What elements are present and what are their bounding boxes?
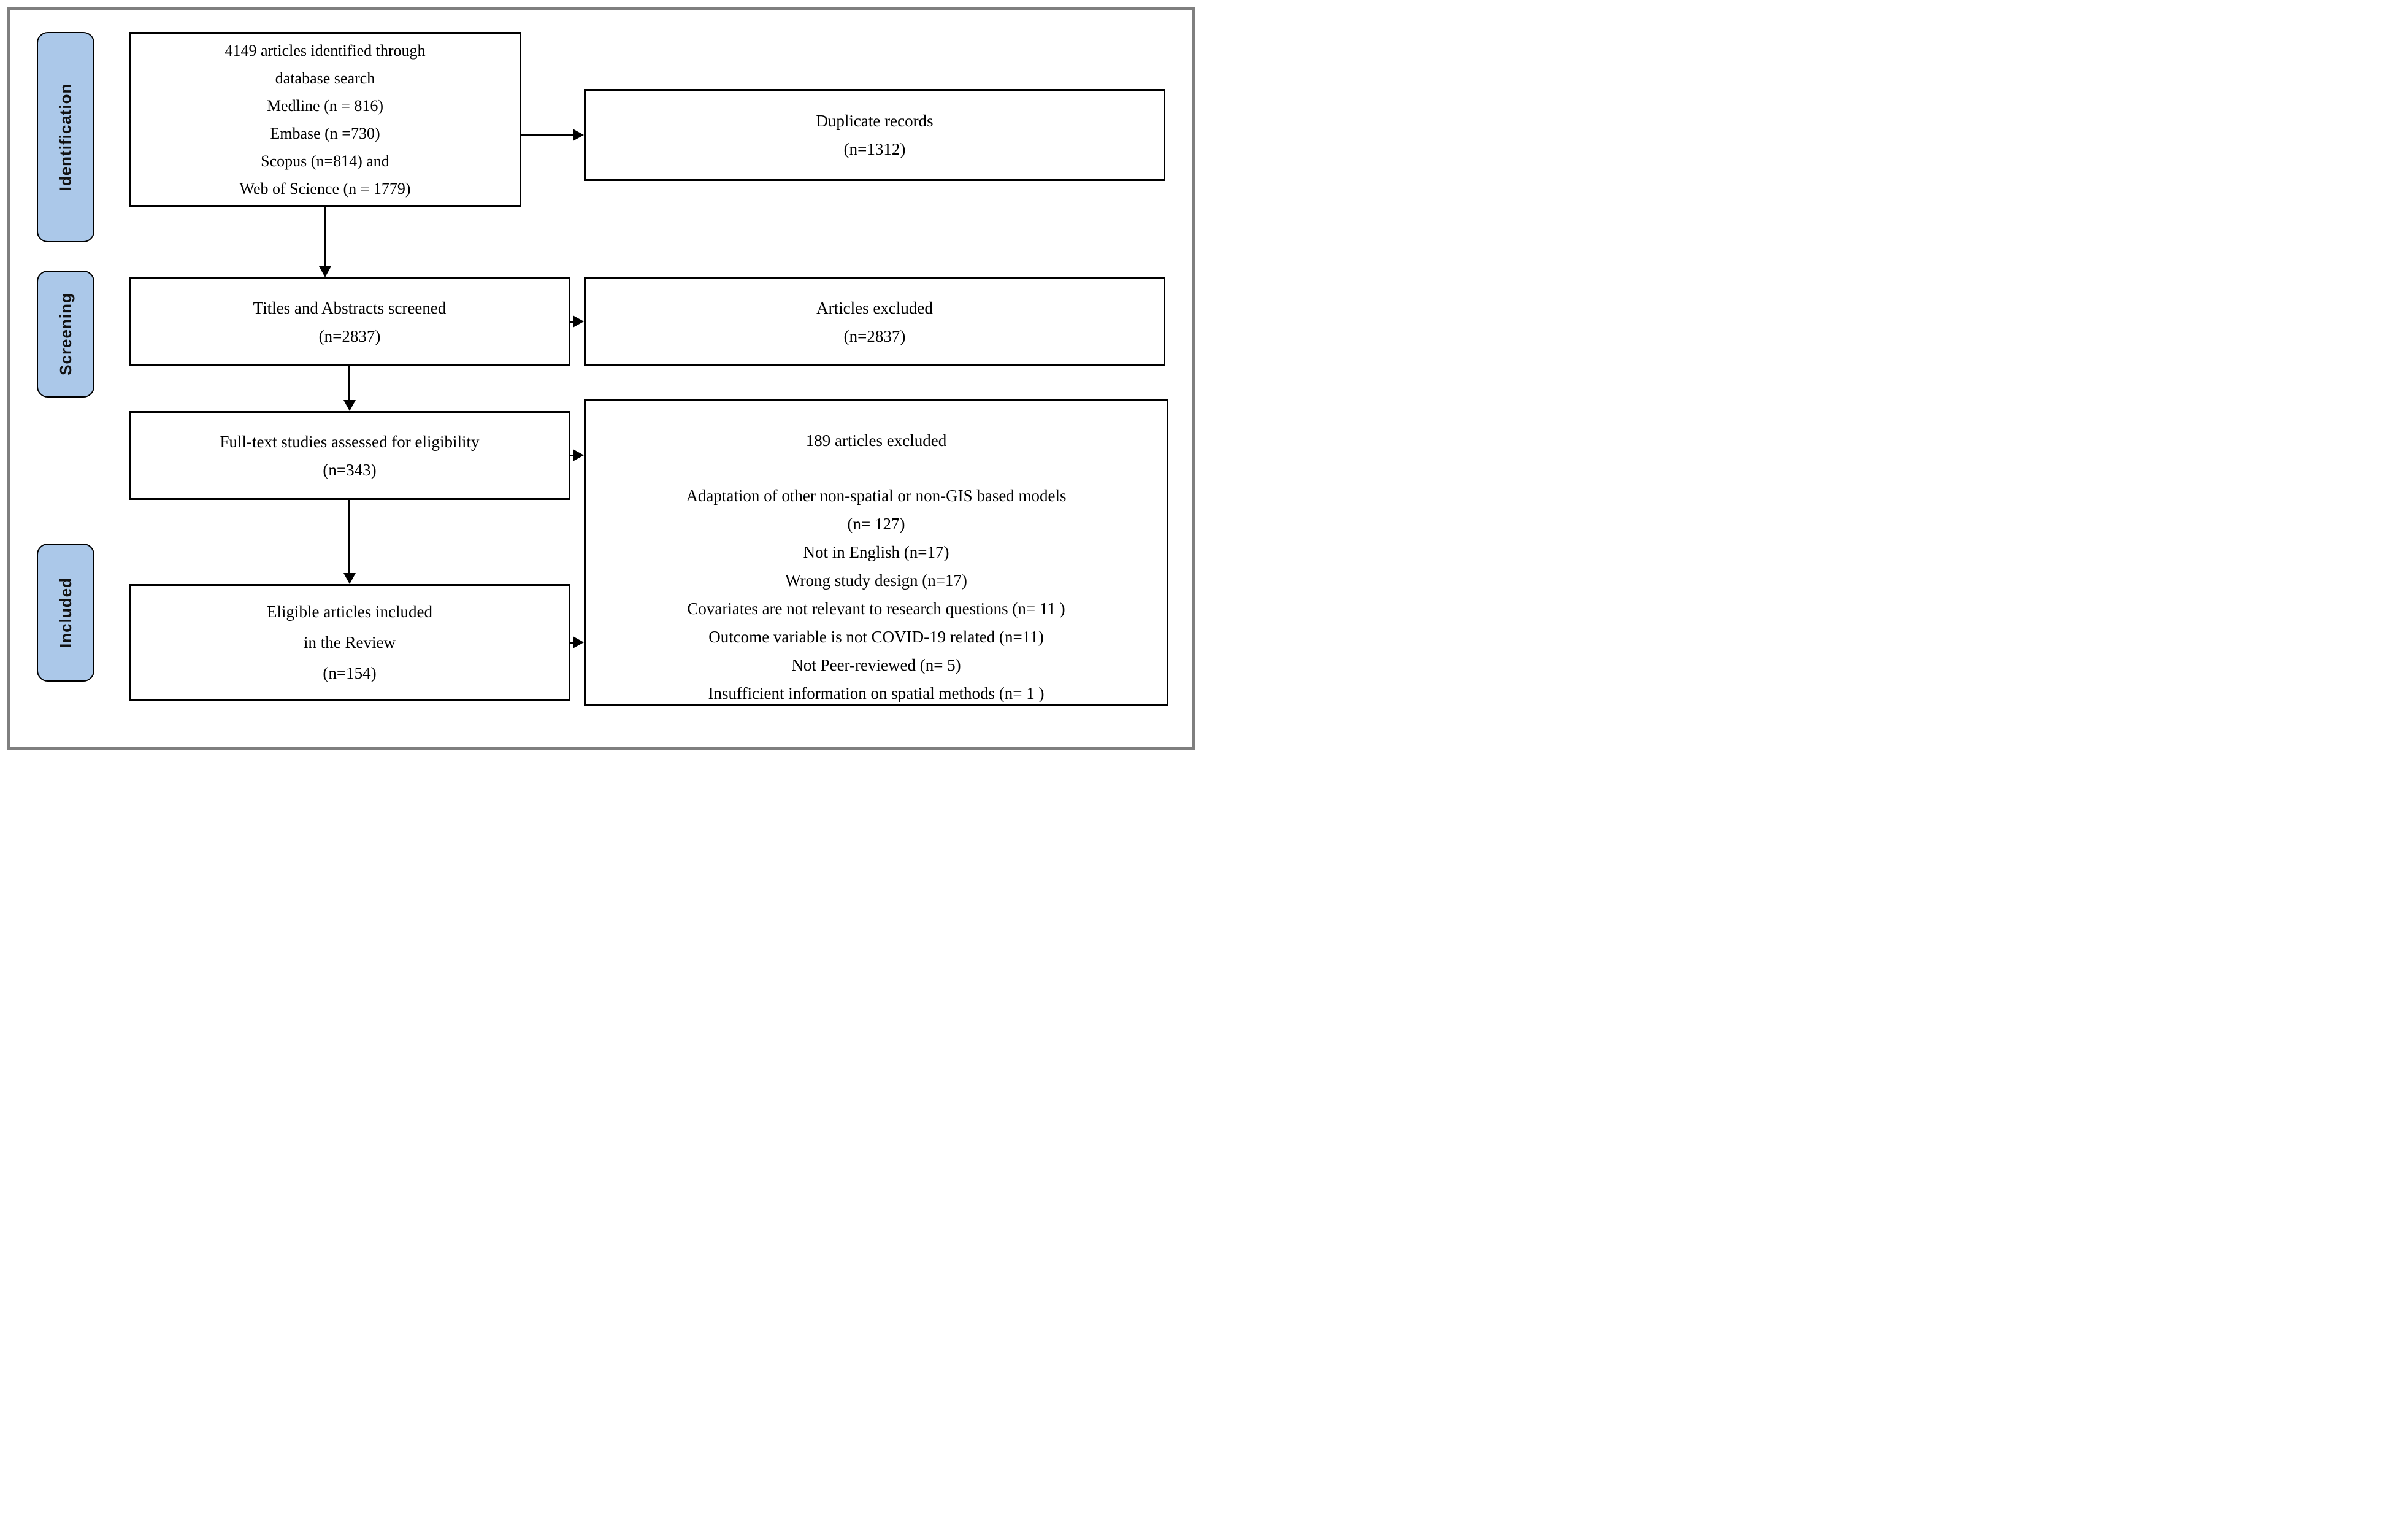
box-articles-excluded: Articles excluded (n=2837)	[584, 277, 1165, 366]
prisma-flow-diagram: Identification Screening Included 4149 a…	[0, 0, 1204, 758]
fulltext-excluded-title: 189 articles excluded	[805, 431, 947, 450]
arrow-identified-to-duplicates-line	[521, 134, 573, 136]
box-eligible-included: Eligible articles included in the Review…	[129, 584, 570, 701]
stage-label-included: Included	[37, 544, 94, 682]
box-records-identified-line: Medline (n = 816)	[266, 96, 384, 115]
stage-label-screening-text: Screening	[56, 293, 75, 375]
box-articles-excluded-line: Articles excluded	[816, 298, 933, 317]
fulltext-excluded-reason: Adaptation of other non-spatial or non-G…	[686, 487, 1067, 505]
fulltext-excluded-reason: Insufficient information on spatial meth…	[708, 684, 1045, 702]
box-duplicate-records: Duplicate records (n=1312)	[584, 89, 1165, 181]
box-records-identified: 4149 articles identified through databas…	[129, 32, 521, 207]
stage-label-screening: Screening	[37, 271, 94, 398]
box-records-identified-line: Scopus (n=814) and	[261, 152, 389, 170]
box-eligible-included-line: Eligible articles included	[267, 602, 432, 621]
stage-label-included-text: Included	[56, 577, 75, 648]
fulltext-excluded-reason: Outcome variable is not COVID-19 related…	[708, 628, 1044, 646]
arrow-right-icon	[573, 315, 584, 328]
box-titles-abstracts-screened-line: (n=2837)	[318, 326, 381, 345]
box-articles-excluded-line: (n=2837)	[843, 326, 906, 345]
arrow-screened-to-fulltext-line	[348, 366, 350, 400]
fulltext-excluded-reason: Covariates are not relevant to research …	[687, 599, 1065, 618]
box-fulltext-assessed: Full-text studies assessed for eligibili…	[129, 411, 570, 500]
box-titles-abstracts-screened-line: Titles and Abstracts screened	[253, 298, 447, 317]
box-duplicate-records-line: Duplicate records	[816, 112, 934, 130]
box-records-identified-line: 4149 articles identified through	[224, 41, 426, 60]
stage-label-identification-text: Identification	[56, 83, 75, 191]
fulltext-excluded-reason: Not in English (n=17)	[803, 543, 949, 561]
fulltext-excluded-reason-list: Adaptation of other non-spatial or non-G…	[686, 482, 1066, 707]
fulltext-excluded-reason: Wrong study design (n=17)	[785, 571, 967, 590]
box-eligible-included-line: in the Review	[304, 633, 396, 652]
box-fulltext-assessed-line: (n=343)	[323, 460, 377, 479]
figure-outer-border	[7, 7, 1195, 750]
arrow-right-icon	[573, 636, 584, 648]
arrow-screened-to-excluded-line	[569, 321, 574, 323]
arrow-fulltext-to-excluded-line	[569, 455, 574, 456]
arrow-right-icon	[573, 129, 584, 141]
box-records-identified-line: database search	[275, 69, 375, 87]
box-records-identified-line: Embase (n =730)	[270, 124, 380, 142]
arrow-fulltext-to-included-line	[348, 500, 350, 573]
arrow-identified-to-screened-line	[324, 207, 326, 266]
stage-label-identification: Identification	[37, 32, 94, 242]
box-fulltext-excluded-reasons: 189 articles excluded Adaptation of othe…	[584, 399, 1168, 706]
box-duplicate-records-line: (n=1312)	[843, 140, 906, 158]
arrow-down-icon	[343, 573, 356, 584]
fulltext-excluded-reason: (n= 127)	[847, 515, 905, 533]
box-eligible-included-line: (n=154)	[323, 664, 377, 682]
box-records-identified-line: Web of Science (n = 1779)	[239, 179, 411, 198]
arrow-down-icon	[343, 400, 356, 411]
box-fulltext-assessed-line: Full-text studies assessed for eligibili…	[220, 432, 480, 451]
arrow-down-icon	[319, 266, 331, 277]
box-titles-abstracts-screened: Titles and Abstracts screened (n=2837)	[129, 277, 570, 366]
fulltext-excluded-reason: Not Peer-reviewed (n= 5)	[791, 656, 961, 674]
arrow-included-to-excluded-line	[569, 642, 574, 644]
arrow-right-icon	[573, 449, 584, 461]
